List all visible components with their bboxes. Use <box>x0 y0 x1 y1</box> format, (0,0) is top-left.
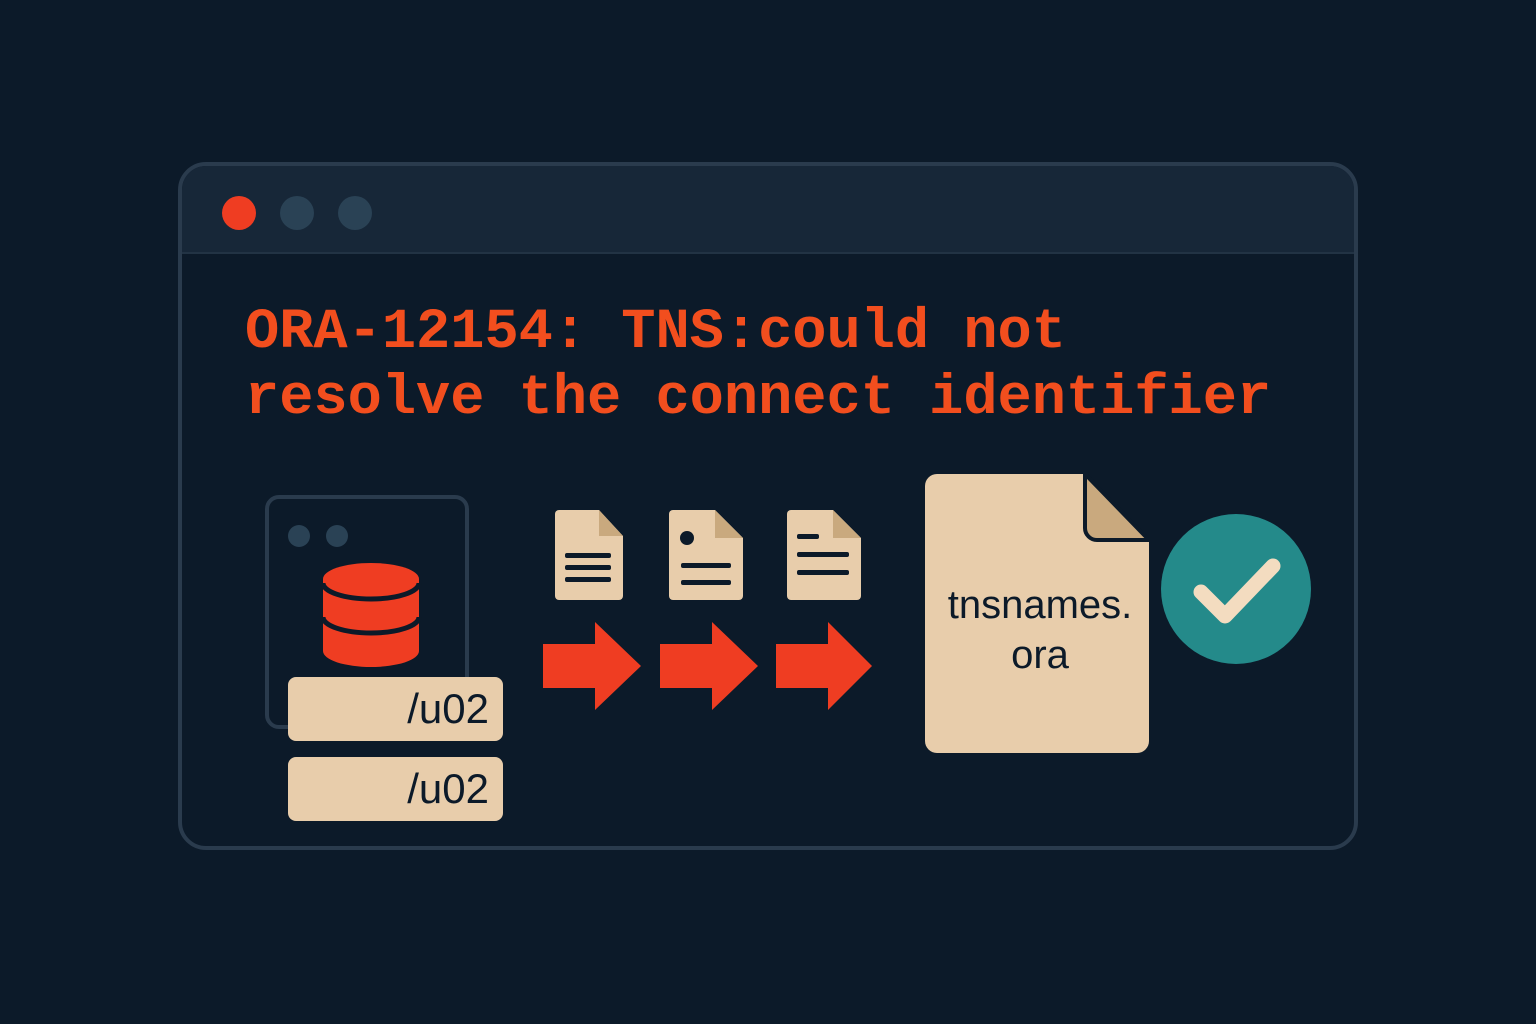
config-file-name-line2: ora <box>1011 633 1069 677</box>
config-file-name: tnsnames. ora <box>925 580 1155 680</box>
arrow-right-icon <box>543 622 641 710</box>
arrow-right-icon <box>776 622 872 710</box>
check-circle-icon <box>1161 514 1311 664</box>
path-label: /u02 <box>288 757 503 821</box>
maximize-dot[interactable] <box>338 196 372 230</box>
window-dot <box>288 525 310 547</box>
config-file-name-line1: tnsnames. <box>947 583 1133 627</box>
close-dot[interactable] <box>222 196 256 230</box>
document-text-icon <box>787 510 861 600</box>
arrow-right-icon <box>660 622 758 710</box>
database-icon <box>320 563 422 667</box>
document-lines-icon <box>555 510 623 600</box>
path-label: /u02 <box>288 677 503 741</box>
checkmark-icon <box>1193 558 1281 624</box>
tnsnames-file-icon <box>925 474 1149 753</box>
title-bar <box>182 166 1354 254</box>
document-image-icon <box>669 510 743 600</box>
minimize-dot[interactable] <box>280 196 314 230</box>
error-line-1: ORA-12154: TNS:could not <box>245 301 1066 365</box>
database-window <box>265 495 469 729</box>
error-line-2: resolve the connect identifier <box>245 367 1272 431</box>
window-dot <box>326 525 348 547</box>
